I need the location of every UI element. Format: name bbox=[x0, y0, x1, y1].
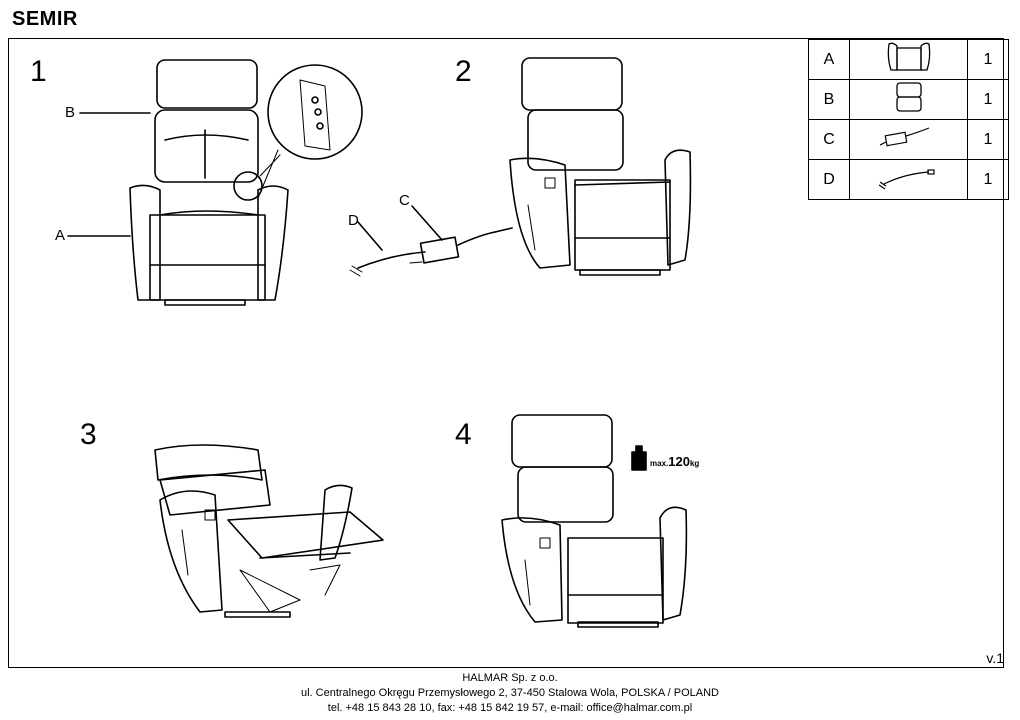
power-adapter-icon bbox=[879, 127, 929, 147]
step-number-2: 2 bbox=[455, 55, 472, 88]
callout-c: C bbox=[399, 192, 410, 209]
part-picture bbox=[849, 159, 968, 200]
max-load-unit: kg bbox=[689, 459, 700, 468]
step-number-1: 1 bbox=[30, 55, 47, 88]
part-quantity: 1 bbox=[967, 159, 1009, 200]
step2-chair-drawing bbox=[509, 57, 692, 276]
adapter-and-cord-drawing bbox=[349, 227, 513, 277]
parts-row: A 1 bbox=[808, 39, 1009, 80]
parts-row: B 1 bbox=[808, 79, 1009, 120]
part-letter: D bbox=[808, 159, 850, 200]
part-quantity: 1 bbox=[967, 39, 1009, 80]
footer-company-name: HALMAR Sp. z o.o. bbox=[462, 672, 558, 684]
footer-address: ul. Centralnego Okręgu Przemysłowego 2, … bbox=[300, 687, 719, 699]
part-quantity: 1 bbox=[967, 79, 1009, 120]
backrest-icon bbox=[895, 82, 922, 112]
part-picture bbox=[849, 39, 968, 80]
parts-row: D 1 bbox=[808, 159, 1009, 200]
step3-chair-drawing bbox=[154, 444, 384, 618]
step1-chair-drawing bbox=[129, 59, 289, 306]
footer-contact: tel. +48 15 843 28 10, fax: +48 15 842 1… bbox=[327, 702, 693, 714]
max-load-value: 120 bbox=[668, 454, 690, 469]
max-load-label: max.120kg bbox=[650, 454, 699, 469]
armchair-base-icon bbox=[887, 42, 930, 71]
step-number-3: 3 bbox=[80, 418, 97, 451]
part-letter: C bbox=[808, 119, 850, 160]
callout-b: B bbox=[65, 104, 76, 121]
weight-icon bbox=[631, 445, 647, 471]
step-number-4: 4 bbox=[455, 418, 472, 451]
power-cord-icon bbox=[878, 169, 935, 190]
product-title: SEMIR bbox=[12, 8, 78, 30]
max-load-prefix: max. bbox=[650, 459, 669, 468]
step4-chair-drawing bbox=[501, 414, 688, 628]
callout-a: A bbox=[55, 227, 66, 244]
part-picture bbox=[849, 119, 968, 160]
version-label: v.1 bbox=[986, 650, 1004, 666]
part-quantity: 1 bbox=[967, 119, 1009, 160]
part-letter: B bbox=[808, 79, 850, 120]
company-footer: HALMAR Sp. z o.o. ul. Centralnego Okręgu… bbox=[0, 671, 1020, 716]
step1-detail-magnifier bbox=[233, 64, 363, 201]
instruction-frame bbox=[8, 38, 1004, 668]
parts-table: A 1 B 1 C 1 D bbox=[808, 39, 1009, 200]
part-picture bbox=[849, 79, 968, 120]
parts-row: C 1 bbox=[808, 119, 1009, 160]
callout-lines bbox=[67, 112, 443, 251]
part-letter: A bbox=[808, 39, 850, 80]
callout-d: D bbox=[348, 212, 359, 229]
